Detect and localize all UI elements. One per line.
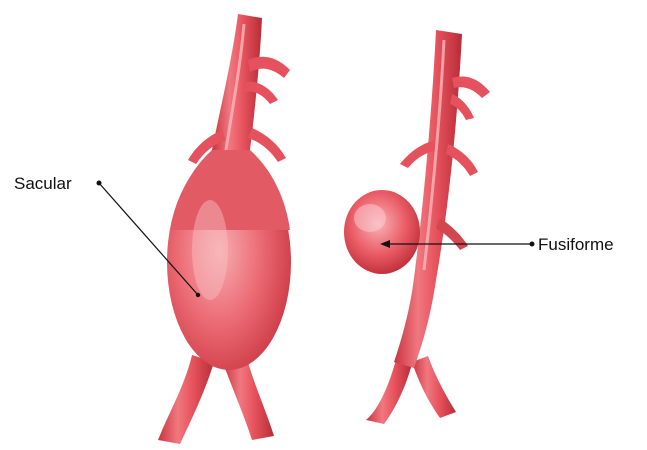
label-fusiforme: Fusiforme: [538, 236, 614, 253]
left-vessel: [158, 14, 291, 444]
label-sacular: Sacular: [14, 175, 72, 192]
right-vessel: [344, 30, 490, 424]
